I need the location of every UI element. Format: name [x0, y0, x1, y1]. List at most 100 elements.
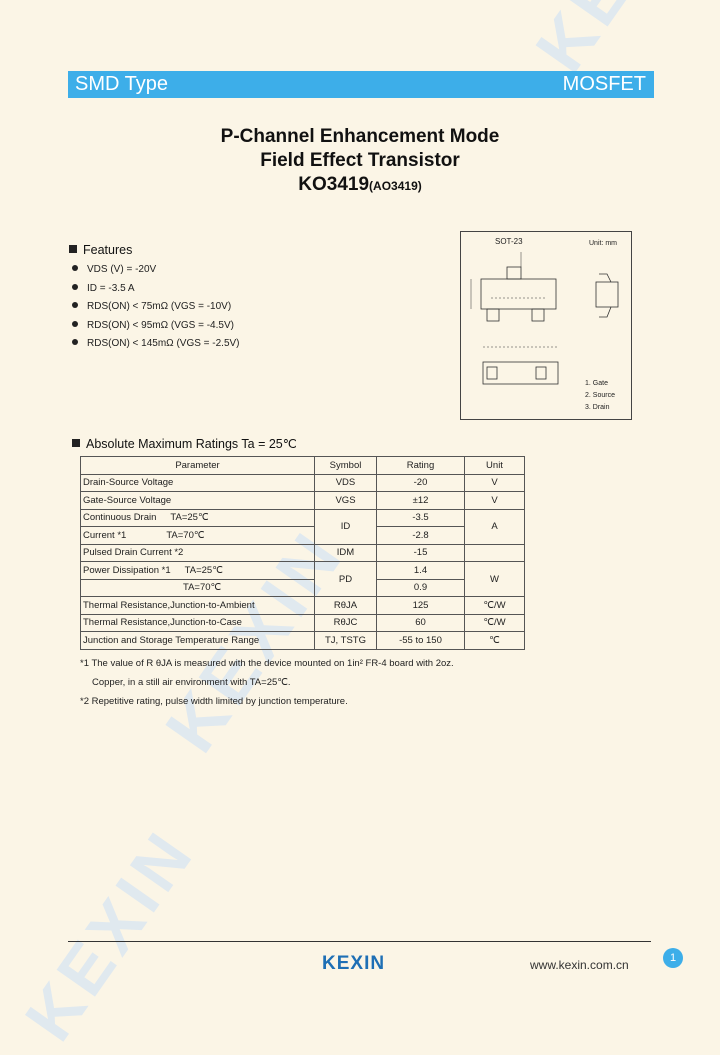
feature-text: RDS(ON) < 75mΩ (VGS = -10V)	[87, 301, 232, 312]
param-cell: Pulsed Drain Current *2	[80, 543, 315, 562]
symbol-cell: ID	[314, 508, 377, 545]
page-number: 1	[663, 948, 683, 968]
param-cell: Junction and Storage Temperature Range	[80, 631, 315, 650]
symbol-cell: RθJA	[314, 596, 377, 615]
bullet-icon	[72, 265, 78, 271]
header-cell: Parameter	[80, 456, 315, 475]
bullet-icon	[72, 284, 78, 290]
rating-cell: -15	[376, 543, 465, 562]
website-url[interactable]: www.kexin.com.cn	[530, 958, 629, 972]
bullet-icon	[72, 339, 78, 345]
title-line2: Field Effect Transistor	[260, 150, 460, 171]
rating-cell: 0.9	[376, 578, 465, 597]
package-name: SOT-23	[495, 237, 523, 246]
unit-cell: V	[464, 491, 525, 510]
ratings-heading-text: Absolute Maximum Ratings Ta = 25℃	[86, 437, 297, 451]
ratings-heading: Absolute Maximum Ratings Ta = 25℃	[72, 436, 297, 451]
table-row: Pulsed Drain Current *2 IDM -15	[80, 543, 525, 562]
rating-cell: -3.5	[376, 508, 465, 527]
feature-text: VDS (V) = -20V	[87, 264, 157, 275]
feature-item: ID = -3.5 A	[72, 283, 135, 294]
condition-text: TA=70℃	[183, 582, 222, 594]
feature-item: VDS (V) = -20V	[72, 264, 156, 275]
param-cell: Continuous Drain TA=25℃	[80, 508, 315, 527]
part-number-line: KO3419(AO3419)	[0, 174, 720, 196]
unit-cell: W	[464, 561, 525, 597]
unit-cell: A	[464, 508, 525, 545]
header-cell: Rating	[376, 456, 465, 475]
square-bullet-icon	[72, 439, 80, 447]
watermark: KEXIN	[10, 815, 210, 1055]
table-row: Continuous Drain TA=25℃ ID -3.5 A	[80, 508, 525, 545]
rating-cell: 125	[376, 596, 465, 615]
rating-cell: ±12	[376, 491, 465, 510]
param-cell: Thermal Resistance,Junction-to-Ambient	[80, 596, 315, 615]
bullet-icon	[72, 321, 78, 327]
table-row: Gate-Source Voltage VGS ±12 V	[80, 491, 525, 510]
header-cell: Symbol	[314, 456, 377, 475]
header-banner: SMD Type MOSFET	[68, 71, 654, 98]
square-bullet-icon	[69, 245, 77, 253]
symbol-cell: RθJC	[314, 613, 377, 632]
table-row: Current *1 TA=70℃ -2.8	[80, 526, 525, 545]
table-header-row: Parameter Symbol Rating Unit	[80, 456, 525, 475]
rating-cell: 60	[376, 613, 465, 632]
param-cell: Drain-Source Voltage	[80, 473, 315, 492]
param-cell: Thermal Resistance,Junction-to-Case	[80, 613, 315, 632]
unit-cell: ℃/W	[464, 613, 525, 632]
table-row: Drain-Source Voltage VDS -20 V	[80, 473, 525, 492]
table-row: Thermal Resistance,Junction-to-Ambient R…	[80, 596, 525, 615]
table-row: Junction and Storage Temperature Range T…	[80, 631, 525, 650]
feature-text: RDS(ON) < 145mΩ (VGS = -2.5V)	[87, 338, 240, 349]
features-heading-text: Features	[83, 243, 133, 257]
footnote-1-continued: Copper, in a still air environment with …	[92, 677, 291, 688]
symbol-cell: VGS	[314, 491, 377, 510]
feature-item: RDS(ON) < 95mΩ (VGS = -4.5V)	[72, 320, 234, 331]
condition-text: TA=70℃	[166, 529, 205, 541]
param-cell: TA=70℃	[80, 578, 315, 597]
footnote-2: *2 Repetitive rating, pulse width limite…	[80, 696, 348, 707]
bullet-icon	[72, 302, 78, 308]
pin-label: 2. Source	[585, 392, 615, 399]
param-cell: Gate-Source Voltage	[80, 491, 315, 510]
features-heading: Features	[69, 243, 132, 257]
unit-cell: V	[464, 473, 525, 492]
unit-cell: ℃/W	[464, 596, 525, 615]
unit-label: Unit: mm	[589, 240, 617, 247]
rating-cell: -20	[376, 473, 465, 492]
feature-item: RDS(ON) < 75mΩ (VGS = -10V)	[72, 301, 231, 312]
table-row: TA=70℃ 0.9	[80, 578, 525, 597]
param-cell: Current *1 TA=70℃	[80, 526, 315, 545]
param-text: Continuous Drain	[83, 512, 157, 524]
alt-part-number: (AO3419)	[369, 179, 422, 193]
symbol-cell: VDS	[314, 473, 377, 492]
condition-text: TA=25℃	[184, 564, 223, 576]
header-cell: Unit	[464, 456, 525, 475]
param-cell: Power Dissipation *1 TA=25℃	[80, 561, 315, 580]
symbol-cell: TJ, TSTG	[314, 631, 377, 650]
absolute-max-ratings-table: Parameter Symbol Rating Unit Drain-Sourc…	[80, 456, 525, 650]
kexin-logo: KEXIN	[322, 953, 386, 974]
rating-cell: -55 to 150	[376, 631, 465, 650]
unit-cell	[464, 543, 525, 562]
footer-divider	[68, 941, 651, 942]
package-outline-drawing: SOT-23 Unit: mm 1. Gate 2. Source 3. Dra…	[460, 231, 632, 420]
param-text: Current *1	[83, 529, 127, 541]
pin-label: 3. Drain	[585, 404, 610, 411]
table-row: Thermal Resistance,Junction-to-Case RθJC…	[80, 613, 525, 632]
banner-left-text: SMD Type	[75, 73, 168, 95]
part-number: KO3419	[298, 174, 370, 195]
param-text: Power Dissipation *1	[83, 564, 171, 576]
symbol-cell: IDM	[314, 543, 377, 562]
rating-cell: 1.4	[376, 561, 465, 580]
footnote-1: *1 The value of R θJA is measured with t…	[80, 658, 454, 669]
package-drawing-icon	[470, 252, 619, 385]
condition-text: TA=25℃	[170, 512, 209, 524]
pin-label: 1. Gate	[585, 380, 608, 387]
title-line1: P-Channel Enhancement Mode	[220, 126, 500, 147]
feature-item: RDS(ON) < 145mΩ (VGS = -2.5V)	[72, 338, 240, 349]
feature-text: RDS(ON) < 95mΩ (VGS = -4.5V)	[87, 320, 234, 331]
banner-right-text: MOSFET	[562, 73, 646, 95]
rating-cell: -2.8	[376, 526, 465, 545]
